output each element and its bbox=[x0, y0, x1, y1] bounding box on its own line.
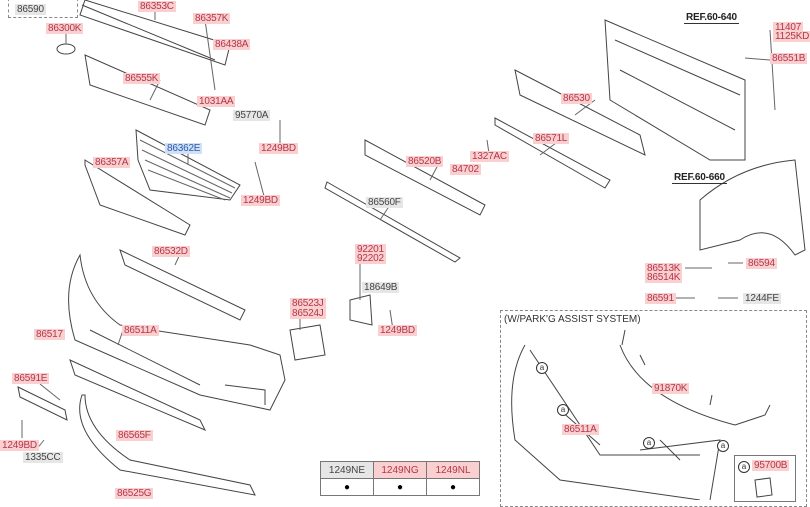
part-label-86511a-park[interactable]: 86511A bbox=[562, 424, 599, 435]
part-86511a-bumper bbox=[68, 253, 286, 411]
part-label-11407[interactable]: 11407 bbox=[773, 22, 804, 33]
part-label-86357a[interactable]: 86357A bbox=[93, 157, 131, 168]
part-label-86357k[interactable]: 86357K bbox=[193, 13, 231, 24]
accessory-box-86590 bbox=[8, 0, 78, 18]
part-86362e bbox=[135, 129, 241, 201]
part-label-86565f[interactable]: 86565F bbox=[116, 430, 153, 441]
bolt-label-1249nl[interactable]: 1249NL bbox=[426, 461, 480, 479]
sensor-wiring-91870k bbox=[619, 329, 771, 426]
part-label-1249bd[interactable]: 1249BD bbox=[259, 143, 298, 154]
part-label-86513k[interactable]: 86513K bbox=[645, 263, 683, 274]
part-86565f bbox=[69, 359, 207, 431]
bolt-table: 1249NE 1249NG 1249NL ● ● ● bbox=[320, 461, 480, 496]
park-assist-title: (W/PARK'G ASSIST SYSTEM) bbox=[504, 314, 641, 325]
part-label-92202[interactable]: 92202 bbox=[355, 253, 386, 264]
bolt-icon: ● bbox=[426, 478, 480, 496]
part-label-86438a[interactable]: 86438A bbox=[213, 39, 251, 50]
part-label-86525g[interactable]: 86525G bbox=[115, 488, 154, 499]
part-label-86590[interactable]: 86590 bbox=[15, 4, 46, 15]
part-label-95700b[interactable]: 95700B bbox=[752, 460, 790, 471]
ref-label-60-660[interactable]: REF.60-660 bbox=[672, 172, 727, 184]
part-label-86523j[interactable]: 86523J bbox=[290, 298, 326, 309]
part-label-1244fe[interactable]: 1244FE bbox=[743, 293, 781, 304]
part-label-86530[interactable]: 86530 bbox=[561, 93, 592, 104]
bolt-label-1249ne[interactable]: 1249NE bbox=[320, 461, 374, 479]
part-86353c bbox=[79, 0, 231, 66]
part-label-86300k[interactable]: 86300K bbox=[46, 23, 84, 34]
part-label-86551b[interactable]: 86551B bbox=[770, 53, 808, 64]
part-label-1335cc[interactable]: 1335CC bbox=[23, 452, 63, 463]
part-label-86594[interactable]: 86594 bbox=[746, 258, 777, 269]
part-label-86524j[interactable]: 86524J bbox=[290, 308, 326, 319]
part-label-86555k[interactable]: 86555K bbox=[123, 73, 161, 84]
part-92201 bbox=[349, 294, 373, 326]
part-86530 bbox=[514, 69, 646, 156]
part-fender bbox=[699, 159, 806, 256]
part-label-92201[interactable]: 92201 bbox=[355, 244, 386, 255]
part-label-86362e[interactable]: 86362E bbox=[165, 143, 203, 154]
ref-label-60-640[interactable]: REF.60-640 bbox=[684, 12, 739, 24]
marker-a: a bbox=[557, 404, 569, 416]
part-label-86591e[interactable]: 86591E bbox=[12, 373, 50, 384]
part-label-1249bd[interactable]: 1249BD bbox=[0, 440, 39, 451]
marker-a: a bbox=[717, 440, 729, 452]
marker-a: a bbox=[536, 362, 548, 374]
part-label-86560f[interactable]: 86560F bbox=[366, 197, 403, 208]
marker-a: a bbox=[643, 437, 655, 449]
part-86560f bbox=[324, 181, 461, 263]
part-86591e bbox=[17, 386, 68, 421]
part-radiator-support bbox=[604, 19, 746, 161]
part-label-86514k[interactable]: 86514K bbox=[645, 272, 683, 283]
part-label-86591[interactable]: 86591 bbox=[645, 293, 676, 304]
part-label-86353c[interactable]: 86353C bbox=[138, 1, 176, 12]
part-label-1327ac[interactable]: 1327AC bbox=[470, 151, 509, 162]
part-label-95770a[interactable]: 95770A bbox=[233, 110, 271, 121]
part-label-86532d[interactable]: 86532D bbox=[152, 246, 190, 257]
part-86357a bbox=[84, 159, 191, 236]
part-86525g bbox=[79, 394, 256, 496]
part-label-1125kd[interactable]: 1125KD bbox=[773, 31, 810, 42]
part-label-86511a[interactable]: 86511A bbox=[122, 325, 159, 336]
marker-a: a bbox=[738, 461, 750, 473]
part-label-18649b[interactable]: 18649B bbox=[362, 282, 400, 293]
part-label-1249bd[interactable]: 1249BD bbox=[241, 195, 280, 206]
part-label-1031aa[interactable]: 1031AA bbox=[197, 96, 236, 107]
part-label-86520b[interactable]: 86520B bbox=[406, 156, 444, 167]
part-label-91870k[interactable]: 91870K bbox=[652, 383, 690, 394]
part-86520b bbox=[364, 139, 486, 216]
part-label-1249bd[interactable]: 1249BD bbox=[378, 325, 417, 336]
part-label-86517[interactable]: 86517 bbox=[34, 329, 65, 340]
part-label-86571l[interactable]: 86571L bbox=[533, 133, 570, 144]
part-86532d bbox=[119, 249, 246, 321]
part-86555k bbox=[84, 54, 211, 126]
part-label-84702[interactable]: 84702 bbox=[450, 164, 481, 175]
sensor-95700b bbox=[754, 477, 773, 498]
part-86523j bbox=[289, 324, 326, 361]
part-86571l bbox=[494, 117, 611, 189]
